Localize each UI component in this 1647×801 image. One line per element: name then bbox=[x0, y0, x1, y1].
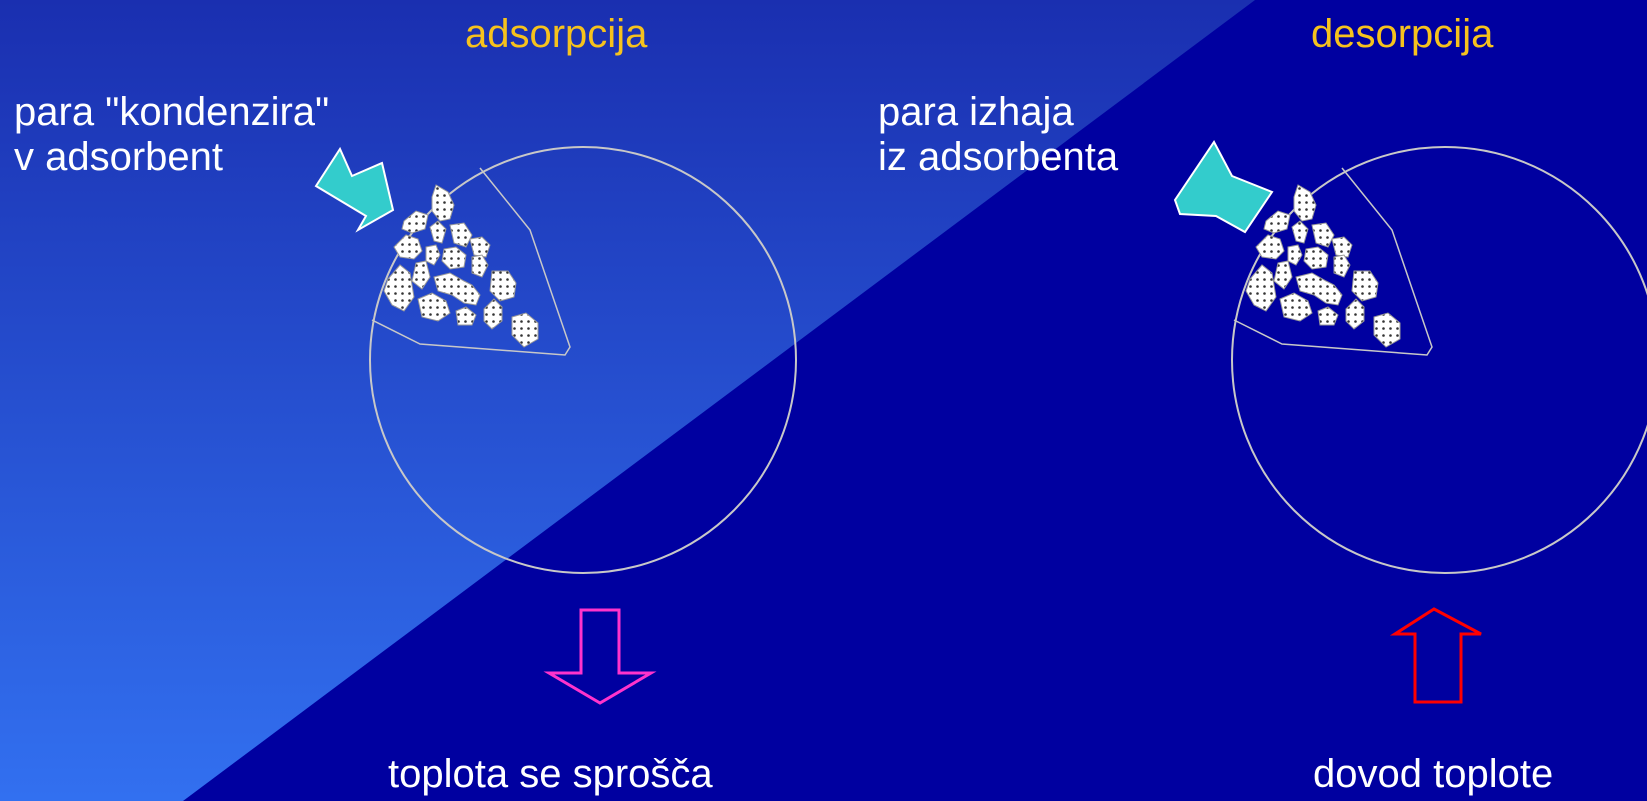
heat-released-label: toplota se sprošča bbox=[388, 752, 713, 796]
vapor-condenses-line-2: v adsorbent bbox=[14, 134, 224, 179]
vapor-in-arrow bbox=[314, 146, 395, 233]
vapor-condenses-line-1: para "kondenzira" bbox=[14, 90, 330, 134]
vapor-exits-line-1: para izhaja bbox=[878, 90, 1074, 134]
background-light-triangle bbox=[0, 0, 1255, 801]
adsorbent-particle-circle-right bbox=[1231, 146, 1647, 574]
vapor-exits-label: para izhaja iz adsorbenta bbox=[878, 90, 1118, 180]
desorption-section bbox=[1173, 140, 1647, 704]
vapor-condenses-label: para "kondenzira" v adsorbent bbox=[14, 90, 329, 180]
desorption-title: desorpcija bbox=[1311, 12, 1494, 56]
vapor-out-arrow bbox=[1173, 140, 1274, 234]
adsorbent-sector-outline-right bbox=[1233, 167, 1433, 356]
adsorption-title: adsorpcija bbox=[465, 12, 648, 56]
adsorption-section bbox=[314, 146, 797, 705]
heat-supply-label: dovod toplote bbox=[1313, 752, 1554, 796]
heat-supply-arrow bbox=[1389, 607, 1482, 704]
adsorbent-particle-circle-left bbox=[369, 146, 797, 574]
vapor-exits-line-2: iz adsorbenta bbox=[878, 134, 1119, 179]
heat-release-arrow bbox=[543, 608, 657, 705]
adsorbent-sector-outline-left bbox=[371, 167, 571, 356]
